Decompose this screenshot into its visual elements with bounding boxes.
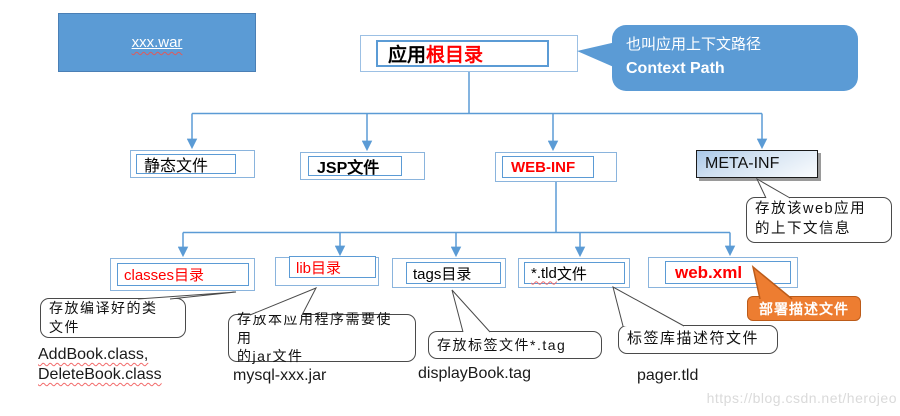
web-inf-inner: WEB-INF [502, 156, 594, 178]
classes-callout: 存放编译好的类 文件 [40, 298, 186, 338]
static-files-label: 静态文件 [144, 158, 209, 175]
tags-callout: 存放标签文件*.tag [428, 331, 602, 359]
meta-inf-label: META-INF [705, 155, 780, 172]
tld-callout-tail [612, 286, 685, 327]
web-xml-inner: web.xml [665, 261, 791, 284]
classes-dir-label: classes目录 [124, 267, 205, 284]
meta-inf-callout-tail [755, 177, 791, 199]
static-files-node: 静态文件 [130, 150, 255, 178]
tags-callout-tail [451, 289, 491, 333]
classes-callout-line2: 文件 [49, 319, 80, 335]
tld-example: pager.tld [637, 367, 699, 384]
root-directory-node: 应用根目录 [360, 35, 578, 72]
tld-files-label-suffix: 文件 [556, 265, 587, 283]
deployment-descriptor-text: 部署描述文件 [759, 300, 849, 317]
meta-inf-callout: 存放该web应用 的上下文信息 [746, 197, 892, 243]
war-file-link[interactable]: xxx.war [132, 34, 183, 51]
jsp-files-label: JSP文件 [317, 160, 380, 177]
jsp-files-inner: JSP文件 [308, 156, 402, 177]
jsp-files-node: JSP文件 [300, 152, 425, 180]
meta-inf-callout-line1: 存放该web应用 [755, 201, 867, 218]
classes-callout-line1: 存放编译好的类 [49, 300, 158, 317]
lib-callout-line2: 的jar文件 [237, 348, 304, 365]
classes-example-2: DeleteBook.class [38, 366, 162, 383]
lib-callout: 存放本应用程序需要使用 的jar文件 [228, 311, 416, 364]
lib-dir-node: lib目录 [275, 256, 379, 286]
context-callout-tail [577, 42, 616, 68]
tags-callout-text: 存放标签文件*.tag [437, 336, 567, 353]
classes-dir-node: classes目录 [110, 258, 255, 291]
classes-example-1: AddBook.class, [38, 346, 149, 363]
tree-connector-level3 [177, 182, 736, 258]
war-file-box: xxx.war [58, 13, 256, 72]
classes-examples: AddBook.class, DeleteBook.class [38, 345, 162, 385]
web-xml-label: web.xml [675, 262, 743, 282]
meta-inf-node: META-INF [696, 150, 818, 178]
web-inf-node: WEB-INF [495, 152, 617, 182]
war-file-label: xxx.war [131, 34, 183, 51]
meta-inf-callout-line2: 的上下文信息 [755, 221, 851, 237]
tags-dir-node: tags目录 [392, 258, 506, 288]
watermark-url: https://blog.csdn.net/herojeo [706, 390, 897, 406]
tld-callout: 标签库描述符文件 [618, 325, 778, 354]
lib-dir-inner: lib目录 [289, 256, 376, 278]
context-path-line1: 也叫应用上下文路径 [626, 36, 762, 53]
tags-example: displayBook.tag [418, 365, 531, 382]
lib-dir-label: lib目录 [296, 259, 342, 277]
deployment-descriptor-callout: 部署描述文件 [747, 296, 861, 321]
context-path-line2: Context Path [626, 59, 725, 77]
root-label-black: 应用 [388, 45, 427, 66]
tld-callout-text: 标签库描述符文件 [627, 330, 760, 348]
tld-files-label-star: *.tld [531, 264, 557, 282]
context-path-callout: 也叫应用上下文路径 Context Path [612, 25, 858, 91]
tags-dir-label: tags目录 [413, 265, 472, 283]
web-inf-label: WEB-INF [511, 158, 576, 176]
tags-dir-inner: tags目录 [406, 262, 501, 284]
lib-callout-line1: 存放本应用程序需要使用 [237, 310, 392, 346]
lib-example: mysql-xxx.jar [233, 367, 327, 384]
root-directory-inner: 应用根目录 [376, 40, 549, 67]
classes-dir-inner: classes目录 [117, 263, 249, 286]
root-label-red: 根目录 [426, 45, 484, 66]
static-files-inner: 静态文件 [136, 154, 236, 175]
web-xml-node: web.xml [648, 257, 798, 288]
